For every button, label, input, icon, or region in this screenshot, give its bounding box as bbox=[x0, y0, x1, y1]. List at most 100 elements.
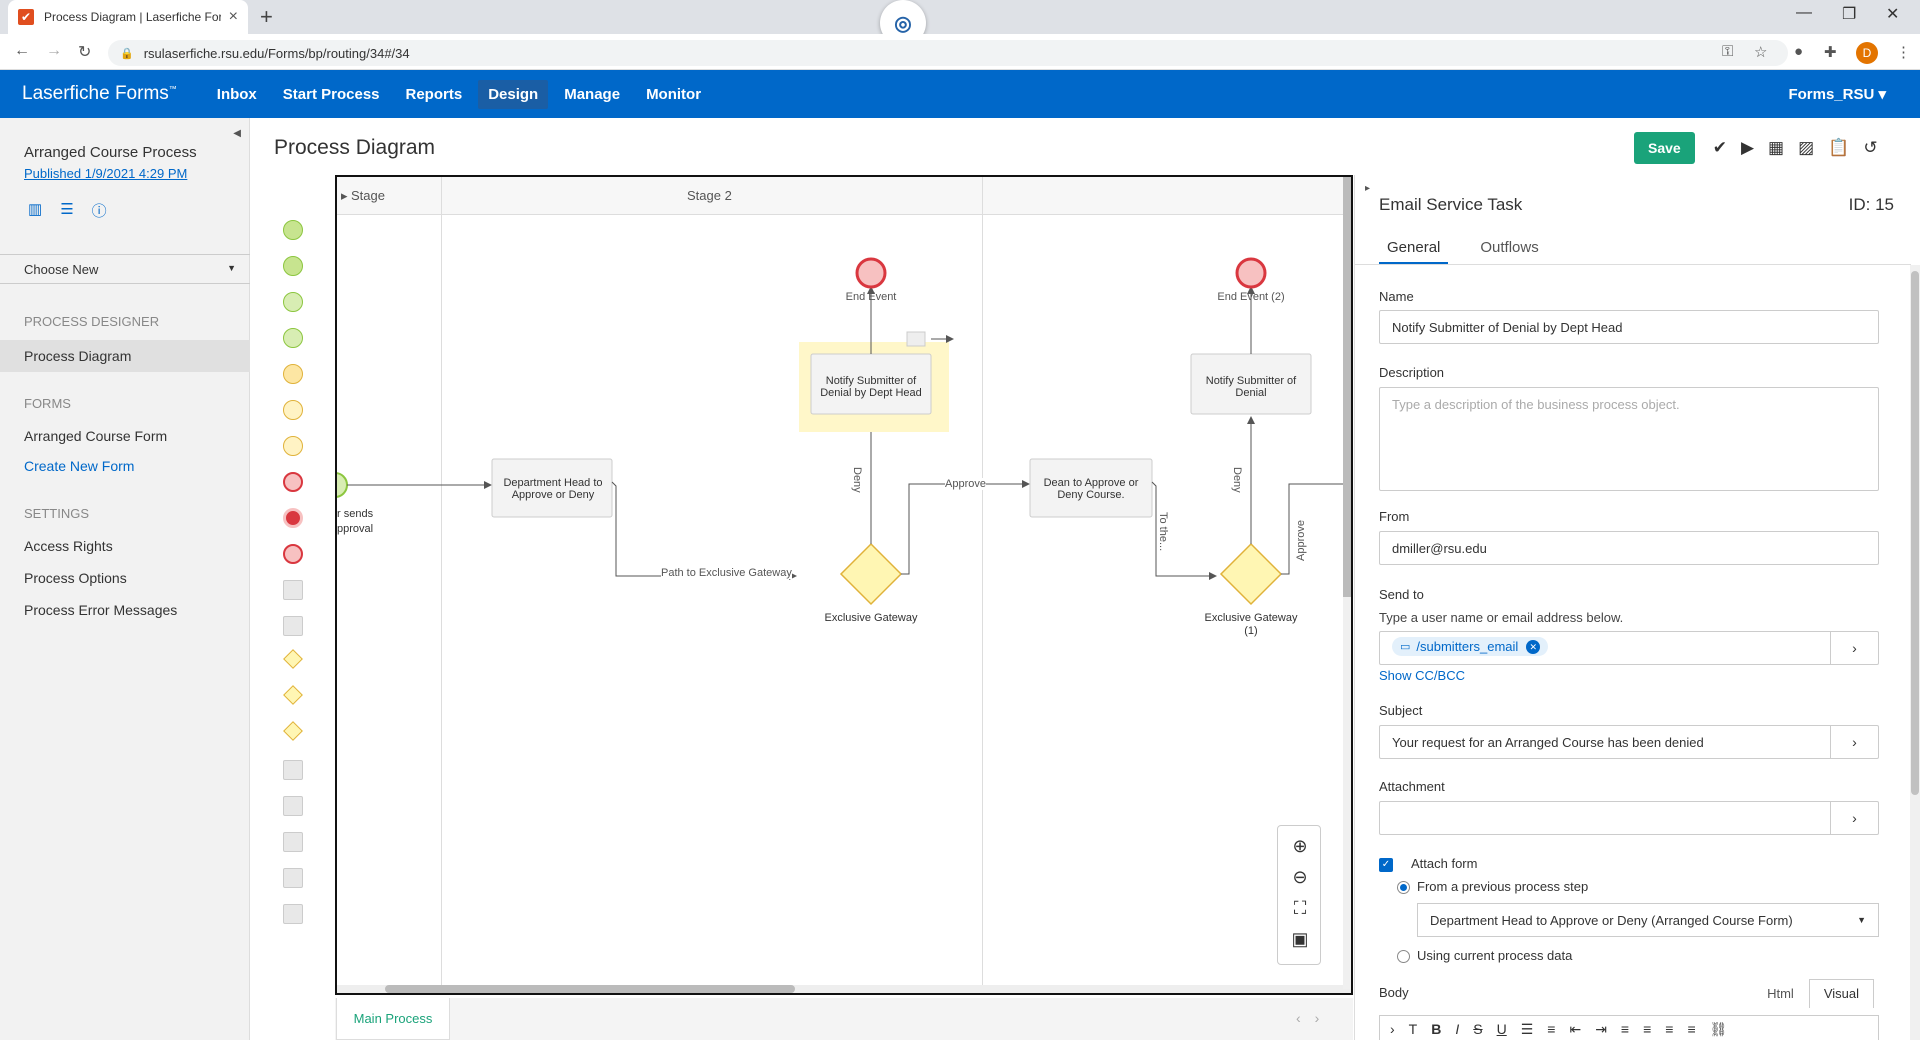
check-icon[interactable]: ✔ bbox=[1712, 138, 1727, 157]
terminate-end-event-icon[interactable] bbox=[283, 508, 303, 528]
search-list-icon[interactable]: ☰ bbox=[60, 201, 74, 218]
subject-field[interactable]: Your request for an Arranged Course has … bbox=[1379, 725, 1879, 759]
exclusive-gateway-icon[interactable] bbox=[283, 649, 303, 669]
subprocess-icon[interactable] bbox=[283, 616, 303, 636]
flow-approve-2[interactable] bbox=[1281, 483, 1349, 575]
menu-dots-icon[interactable]: ⋮ bbox=[1896, 44, 1911, 61]
flow-dept-to-gateway[interactable] bbox=[611, 481, 797, 580]
script-task-icon[interactable] bbox=[283, 796, 303, 816]
url-field[interactable]: 🔒 rsulaserfiche.rsu.edu/Forms/bp/routing… bbox=[108, 40, 1788, 66]
clipboard-icon[interactable]: 📋 bbox=[1828, 138, 1850, 157]
diagram-canvas[interactable]: ▸ Stage Stage 2 bbox=[335, 175, 1353, 995]
align-center-icon[interactable]: ≡ bbox=[1643, 1021, 1652, 1037]
maximize-icon[interactable]: ❐ bbox=[1842, 6, 1857, 23]
panel-expand-icon[interactable]: ▸ bbox=[1365, 183, 1371, 194]
exclusive-gateway-2[interactable] bbox=[1219, 542, 1283, 606]
tab-outflows[interactable]: Outflows bbox=[1480, 239, 1539, 256]
description-field[interactable]: Type a description of the business proce… bbox=[1379, 387, 1879, 491]
undo-icon[interactable]: ↺ bbox=[1863, 138, 1878, 157]
end-event-2[interactable] bbox=[1235, 257, 1267, 289]
sidebar-item-process-options[interactable]: Process Options bbox=[24, 570, 127, 586]
close-window-icon[interactable]: ✕ bbox=[1886, 6, 1900, 23]
underline-icon[interactable]: U bbox=[1496, 1021, 1507, 1037]
using-current-data-radio[interactable] bbox=[1397, 950, 1410, 963]
profile-avatar[interactable]: D bbox=[1856, 42, 1878, 64]
star-icon[interactable]: ☆ bbox=[1754, 44, 1768, 61]
indent-icon[interactable]: ⇥ bbox=[1595, 1020, 1607, 1037]
brand-logo[interactable]: Laserfiche Forms™ bbox=[22, 83, 177, 104]
signal-intermediate-event-icon[interactable] bbox=[283, 400, 303, 420]
italic-icon[interactable]: I bbox=[1455, 1021, 1460, 1037]
outdent-icon[interactable]: ⇤ bbox=[1569, 1020, 1582, 1037]
chevron-right-icon[interactable]: › bbox=[1830, 726, 1878, 758]
minimize-icon[interactable]: — bbox=[1796, 4, 1812, 21]
sidebar-item-arranged-course-form[interactable]: Arranged Course Form bbox=[24, 428, 168, 444]
back-icon[interactable]: ← bbox=[14, 42, 30, 59]
from-field[interactable]: dmiller@rsu.edu bbox=[1379, 531, 1879, 565]
canvas-vertical-scrollbar[interactable] bbox=[1343, 177, 1351, 989]
show-cc-bcc-link[interactable]: Show CC/BCC bbox=[1379, 668, 1465, 683]
reload-icon[interactable]: ↻ bbox=[78, 44, 92, 61]
zoom-in-icon[interactable]: ⊕ bbox=[1292, 836, 1308, 856]
puzzle-icon[interactable]: ✚ bbox=[1824, 44, 1837, 61]
grid-icon[interactable]: ▦ bbox=[1768, 138, 1785, 157]
link-task-icon[interactable] bbox=[283, 868, 303, 888]
user-menu[interactable]: Forms_RSU ▾ bbox=[1788, 86, 1886, 103]
zoom-out-icon[interactable]: ⊖ bbox=[1292, 867, 1308, 887]
connector-handle[interactable] bbox=[906, 331, 926, 347]
choose-new-dropdown[interactable]: Choose New ▼ bbox=[0, 254, 250, 284]
send-to-field[interactable]: ▭ /submitters_email ✕ › bbox=[1379, 631, 1879, 665]
nav-start-process[interactable]: Start Process bbox=[282, 85, 380, 103]
stage-expand-icon[interactable]: ▸ bbox=[341, 188, 348, 203]
save-button[interactable]: Save bbox=[1634, 132, 1695, 164]
panel-scrollbar[interactable] bbox=[1910, 265, 1920, 1040]
name-field[interactable]: Notify Submitter of Denial by Dept Head bbox=[1379, 310, 1879, 344]
nav-monitor[interactable]: Monitor bbox=[646, 85, 702, 103]
signal-start-event-icon[interactable] bbox=[283, 328, 303, 348]
nav-design[interactable]: Design bbox=[478, 79, 549, 109]
nav-inbox[interactable]: Inbox bbox=[216, 85, 257, 103]
align-left-icon[interactable]: ≡ bbox=[1620, 1021, 1630, 1037]
recipient-token[interactable]: ▭ /submitters_email ✕ bbox=[1392, 637, 1549, 656]
expand-icon[interactable]: › bbox=[1390, 1021, 1395, 1037]
font-size-icon[interactable]: T bbox=[1408, 1021, 1418, 1037]
tab-general[interactable]: General bbox=[1379, 239, 1449, 265]
play-icon[interactable]: ▶ bbox=[1740, 138, 1755, 157]
browser-tab[interactable]: ✔ Process Diagram | Laserfiche Forms × bbox=[8, 0, 248, 34]
fit-to-screen-icon[interactable]: ⛶ bbox=[1293, 898, 1307, 918]
service-task-icon[interactable] bbox=[283, 760, 303, 780]
chevron-right-icon[interactable]: › bbox=[1830, 632, 1878, 664]
sidebar-item-create-new-form[interactable]: Create New Form bbox=[24, 458, 135, 474]
numbered-list-icon[interactable]: ≡ bbox=[1547, 1021, 1556, 1037]
new-tab-icon[interactable]: + bbox=[260, 4, 273, 29]
link-icon[interactable]: ⛓ bbox=[1709, 1020, 1728, 1037]
end-event-icon[interactable] bbox=[283, 472, 303, 492]
tab-scroll-arrows[interactable]: ‹› bbox=[1296, 1010, 1334, 1026]
email-task-icon[interactable] bbox=[283, 832, 303, 852]
remove-token-icon[interactable]: ✕ bbox=[1526, 639, 1541, 654]
flow-approve-1[interactable] bbox=[901, 480, 1030, 575]
strikethrough-icon[interactable]: S bbox=[1473, 1021, 1483, 1037]
info-icon[interactable]: ⓘ bbox=[91, 203, 107, 220]
published-link[interactable]: Published 1/9/2021 4:29 PM bbox=[24, 166, 188, 181]
sidebar-item-error-messages[interactable]: Process Error Messages bbox=[24, 602, 178, 618]
from-previous-step-radio[interactable] bbox=[1397, 881, 1410, 894]
intermediate-event-icon[interactable] bbox=[283, 364, 303, 384]
task-dean[interactable] bbox=[1029, 458, 1153, 518]
user-task-icon[interactable] bbox=[283, 580, 303, 600]
tab-visual[interactable]: Visual bbox=[1808, 979, 1874, 1008]
tab-html[interactable]: Html bbox=[1767, 986, 1794, 1001]
minimap-icon[interactable]: ▣ bbox=[1291, 929, 1309, 949]
close-tab-icon[interactable]: × bbox=[228, 8, 238, 25]
circle-extension-icon[interactable]: ● bbox=[1794, 43, 1804, 60]
key-icon[interactable]: ⚿ bbox=[1722, 43, 1734, 60]
sidebar-item-access-rights[interactable]: Access Rights bbox=[24, 538, 113, 554]
attachment-field[interactable]: › bbox=[1379, 801, 1879, 835]
canvas-horizontal-scrollbar[interactable] bbox=[337, 985, 1351, 993]
attach-form-checkbox[interactable]: ✓ bbox=[1379, 858, 1393, 872]
tab-main-process[interactable]: Main Process bbox=[336, 998, 450, 1040]
collapse-sidebar-icon[interactable]: ◀ bbox=[233, 128, 241, 139]
nav-reports[interactable]: Reports bbox=[405, 85, 463, 103]
task-department-head[interactable] bbox=[491, 458, 613, 518]
bar-chart-icon[interactable]: ▥ bbox=[28, 201, 43, 218]
